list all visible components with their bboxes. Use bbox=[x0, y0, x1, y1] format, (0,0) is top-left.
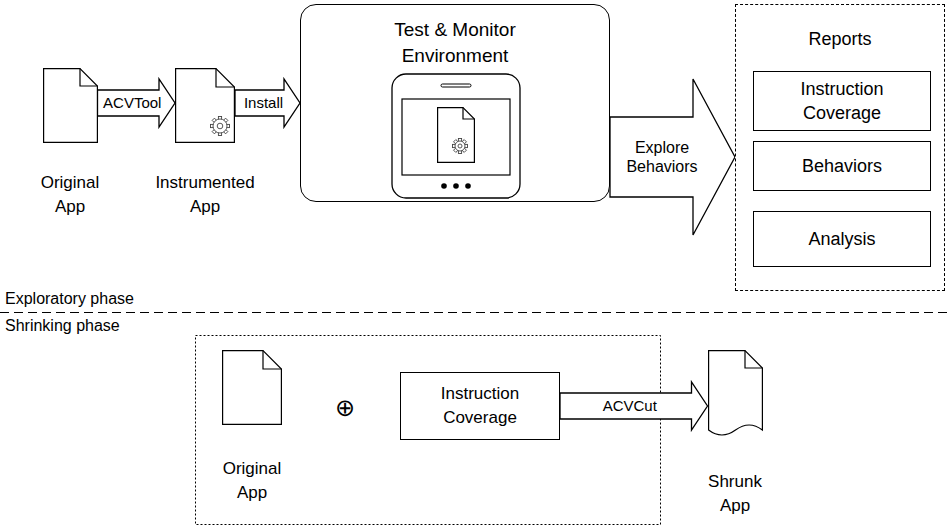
gear-symbol bbox=[211, 117, 230, 136]
gear-body bbox=[213, 119, 227, 133]
phone-body bbox=[392, 74, 520, 198]
phone-button-dot bbox=[465, 183, 471, 189]
app-label: Original App bbox=[210, 457, 294, 505]
app-file-node: Shrunk App bbox=[680, 350, 790, 518]
file-fold bbox=[216, 69, 234, 87]
file-fold bbox=[463, 108, 474, 119]
phone-illustration bbox=[391, 73, 521, 199]
arrow-label: ACVTool bbox=[102, 94, 162, 112]
block-arrow bbox=[235, 79, 300, 127]
app-label: Shrunk App bbox=[693, 470, 777, 518]
phase-label: Exploratory phase bbox=[5, 289, 134, 308]
app-label: Original App bbox=[28, 171, 112, 219]
app-file-icon bbox=[175, 68, 235, 143]
process-box: Instruction Coverage bbox=[400, 372, 560, 440]
app-file-node: Original App bbox=[20, 68, 120, 219]
environment-title: Test & Monitor Environment bbox=[350, 17, 560, 69]
app-file-node: Instrumented App bbox=[145, 68, 265, 219]
phase-label: Shrinking phase bbox=[5, 316, 120, 335]
app-file-node: Original App bbox=[202, 350, 302, 505]
box-label: Instruction Coverage bbox=[780, 77, 904, 125]
box-label: Analysis bbox=[808, 227, 875, 251]
file-fold bbox=[263, 351, 281, 369]
box-label: Behaviors bbox=[802, 154, 882, 178]
gear-body bbox=[455, 141, 465, 151]
block-arrow bbox=[98, 79, 176, 127]
panel-title: Reports bbox=[750, 27, 930, 51]
process-box: Instruction Coverage bbox=[753, 71, 931, 131]
file-outline bbox=[43, 69, 97, 143]
phase-divider bbox=[0, 312, 949, 313]
arrow-label: ACVCut bbox=[602, 397, 658, 415]
phone-speaker bbox=[441, 84, 471, 87]
app-label: Instrumented App bbox=[149, 171, 261, 219]
combine-symbol: ⊕ bbox=[335, 394, 355, 423]
file-outline bbox=[708, 351, 762, 435]
input-group-frame bbox=[196, 336, 661, 525]
block-arrow bbox=[610, 79, 735, 235]
phone-button-dot bbox=[453, 183, 459, 189]
app-file-icon bbox=[222, 350, 282, 425]
installed-app-icon bbox=[438, 108, 475, 163]
phone-button-dot bbox=[441, 183, 447, 189]
gear-hub bbox=[458, 144, 462, 148]
gear-symbol bbox=[453, 139, 468, 154]
environment-box: Test & Monitor Environment bbox=[300, 4, 610, 202]
reports-panel: ReportsInstruction CoverageBehaviorsAnal… bbox=[735, 4, 945, 291]
gear-hub bbox=[217, 123, 223, 129]
file-outline bbox=[438, 108, 475, 163]
file-outline bbox=[176, 69, 235, 143]
phone-screen bbox=[402, 99, 510, 175]
app-file-icon bbox=[43, 68, 98, 143]
arrow-label: Install bbox=[243, 94, 284, 112]
file-fold bbox=[745, 351, 762, 368]
box-label: Instruction Coverage bbox=[418, 382, 542, 430]
process-box: Analysis bbox=[753, 211, 931, 267]
arrow-label: Explore Behaviors bbox=[620, 138, 704, 176]
app-file-icon bbox=[708, 350, 763, 440]
process-box: Behaviors bbox=[753, 141, 931, 191]
block-arrow bbox=[560, 382, 708, 430]
file-outline bbox=[223, 351, 282, 425]
file-fold bbox=[80, 69, 97, 86]
